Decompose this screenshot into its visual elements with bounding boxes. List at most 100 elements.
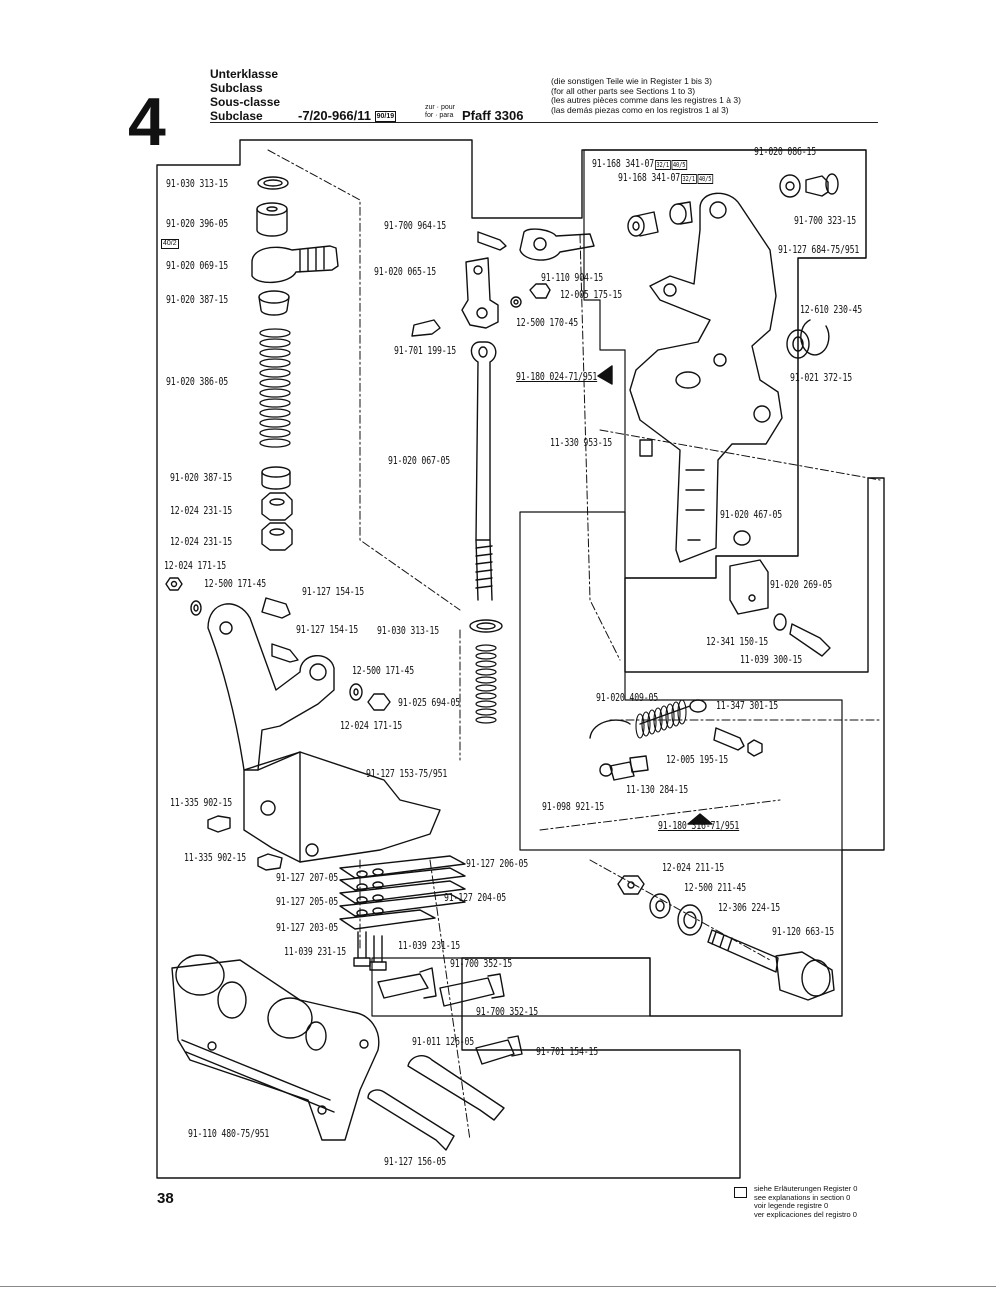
model-code-text: -7/20-966/11 xyxy=(298,108,372,123)
part-tag: 40/5 xyxy=(671,160,687,170)
connecting-rod xyxy=(470,341,497,541)
part-label: 12-024 171-15 xyxy=(164,560,227,572)
part-label: 91-180 316-71/951 xyxy=(658,820,740,832)
part-label: 91-127 206-05 xyxy=(466,858,529,870)
main-casting xyxy=(629,192,783,563)
part-label: 91-701 154-15 xyxy=(536,1046,599,1058)
part-label: 91-110 480-75/951 xyxy=(188,1128,270,1140)
part-label: 91-127 156-05 xyxy=(384,1156,447,1168)
part-label-text: 91-020 396-05 xyxy=(166,218,229,230)
part-label: 91-020 409-05 xyxy=(596,692,659,704)
part-label: 11-335 902-15 xyxy=(170,797,233,809)
part-tag: 32/1 xyxy=(680,174,697,184)
left-column-parts xyxy=(165,176,466,1141)
class-label-de: Unterklasse xyxy=(210,67,279,81)
compression-spring xyxy=(259,328,291,448)
part-tag: 40/5 xyxy=(697,174,713,184)
note-line: (for all other parts see Sections 1 to 3… xyxy=(551,85,696,96)
subframe-screws xyxy=(371,957,651,1017)
part-label: 12-610 230-45 xyxy=(800,304,863,316)
part-label: 91-700 352-15 xyxy=(476,1006,539,1018)
legend-line: ver explicaciones del registro 0 xyxy=(754,1209,857,1219)
note-line: (las demás piezas como en los registros … xyxy=(551,104,729,115)
part-label: 91-700 323-15 xyxy=(794,215,857,227)
part-label: 91-020 269-05 xyxy=(770,579,833,591)
part-label: 12-500 211-45 xyxy=(684,882,747,894)
subframe-upper-right xyxy=(583,149,867,579)
part-label: 12-500 171-45 xyxy=(352,665,415,677)
legend-line: see explanations in section 0 xyxy=(754,1192,851,1202)
part-label: 91-025 694-05 xyxy=(398,697,461,709)
part-label: 91-020 396-05 xyxy=(166,218,228,230)
part-label: 91-127 684-75/951 xyxy=(778,244,860,256)
part-label: 91-021 372-15 xyxy=(790,372,853,384)
model-code: -7/20-966/11 90/19 xyxy=(298,108,397,123)
part-label: 91-011 126-05 xyxy=(412,1036,475,1048)
part-label: 91-127 207-05 xyxy=(276,872,339,884)
part-label: 91-020 387-15 xyxy=(166,294,229,306)
part-label: 91-127 204-05 xyxy=(444,892,507,904)
section-number: 4 xyxy=(128,84,166,160)
part-label: 11-335 902-15 xyxy=(184,852,247,864)
part-tag: 40/2 xyxy=(160,232,179,250)
part-label: 11-039 300-15 xyxy=(740,654,803,666)
part-label: 12-341 150-15 xyxy=(706,636,769,648)
part-label: 12-500 170-45 xyxy=(516,317,579,329)
tension-spring xyxy=(589,705,691,739)
part-tag: 32/1 xyxy=(654,160,671,170)
part-label: 12-005 195-15 xyxy=(666,754,729,766)
legend-box-icon xyxy=(734,1187,747,1198)
part-label: 91-127 154-15 xyxy=(296,624,359,636)
threaded-bolt xyxy=(707,929,779,973)
part-label: 91-020 086-15 xyxy=(754,146,817,158)
part-label: 91-180 024-71/951 xyxy=(516,371,598,383)
part-label: 91-700 964-15 xyxy=(384,220,447,232)
part-label: 91-020 467-05 xyxy=(720,509,783,521)
machine-name: Pfaff 3306 xyxy=(462,108,524,123)
part-label: 91-127 203-05 xyxy=(276,922,339,934)
part-label: 91-020 067-05 xyxy=(388,455,451,467)
right-upper-parts xyxy=(597,173,839,825)
part-label: 12-024 211-15 xyxy=(662,862,725,874)
part-label: 11-347 301-15 xyxy=(716,700,779,712)
class-label-fr: Sous-classe xyxy=(210,95,281,109)
right-middle-parts xyxy=(589,699,763,781)
part-label: 91-120 663-15 xyxy=(772,926,835,938)
header-rule xyxy=(210,122,878,123)
for-label: zur · pour for · para xyxy=(425,104,455,120)
part-label: 91-020 387-15 xyxy=(170,472,233,484)
part-label: 12-500 171-45 xyxy=(204,578,267,590)
part-label: 12-024 171-15 xyxy=(340,720,403,732)
part-label: 91-701 199-15 xyxy=(394,345,457,357)
part-label: 91-030 313-15 xyxy=(166,178,229,190)
legend: siehe Erläuterungen Register 0 see expla… xyxy=(734,1184,858,1219)
header-notes: (die sonstigen Teile wie in Register 1 b… xyxy=(551,76,741,115)
subframe-spring-group xyxy=(519,511,843,851)
part-label: 91-127 205-05 xyxy=(276,896,339,908)
note-line: (die sonstigen Teile wie in Register 1 b… xyxy=(551,76,712,86)
bottom-rule xyxy=(0,1286,996,1287)
part-label: 91-127 154-15 xyxy=(302,586,365,598)
part-label: 91-020 065-15 xyxy=(374,266,437,278)
part-label: 91-700 352-15 xyxy=(450,958,513,970)
part-label: 91-098 921-15 xyxy=(542,801,605,813)
model-tag: 90/19 xyxy=(374,111,397,123)
part-label-text: 91-168 341-07 xyxy=(618,172,681,184)
right-lower-parts xyxy=(617,875,835,1001)
part-label: 12-024 231-15 xyxy=(170,536,233,548)
part-label: 91-110 904-15 xyxy=(541,272,604,284)
part-label: 91-030 313-15 xyxy=(377,625,440,637)
middle-column-parts xyxy=(367,228,653,1151)
part-label: 12-306 224-15 xyxy=(718,902,781,914)
class-label-en: Subclass xyxy=(210,81,263,95)
part-label: 11-039 231-15 xyxy=(284,946,347,958)
part-label: 11-130 284-15 xyxy=(626,784,689,796)
part-label: 91-020 069-15 xyxy=(166,260,229,272)
part-label: 11-039 231-15 xyxy=(398,940,461,952)
class-label-es: Subclase xyxy=(210,109,263,123)
small-spring xyxy=(475,644,497,724)
hinge-bracket xyxy=(171,959,380,1141)
legend-line: siehe Erläuterungen Register 0 xyxy=(754,1184,858,1193)
part-label: 91-127 153-75/951 xyxy=(366,768,448,780)
